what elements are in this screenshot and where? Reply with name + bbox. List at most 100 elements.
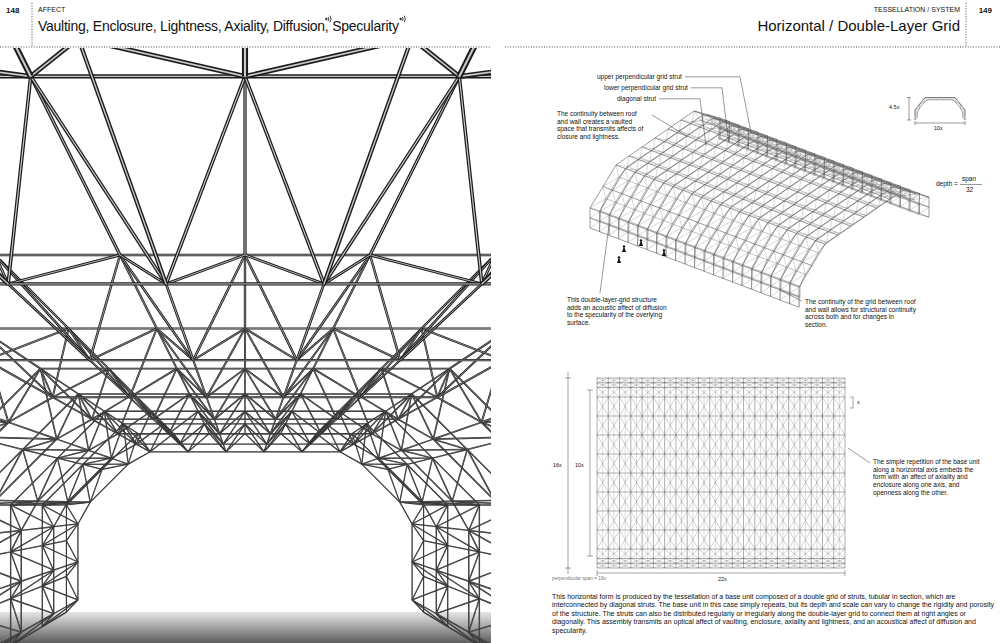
- grid-strut: [679, 124, 690, 131]
- strut-body: [313, 369, 360, 398]
- strut-highlight: [321, 394, 356, 434]
- strut: [482, 394, 491, 423]
- strut-body: [436, 614, 468, 632]
- grid-strut: [609, 228, 620, 235]
- strut: [412, 562, 436, 570]
- strut: [433, 439, 491, 500]
- strut-highlight: [436, 552, 479, 570]
- strut-highlight: [469, 632, 491, 643]
- strut-highlight: [337, 419, 398, 420]
- grid-strut: [628, 172, 635, 181]
- strut: [479, 552, 480, 599]
- strut-body: [21, 527, 53, 531]
- strut: [469, 632, 491, 643]
- strut-body: [452, 500, 491, 502]
- strut-highlight: [38, 501, 68, 503]
- strut: [482, 422, 491, 499]
- strut: [0, 581, 21, 616]
- strut: [226, 451, 264, 452]
- strut-highlight: [340, 452, 362, 464]
- strut-highlight: [412, 600, 448, 627]
- grid-strut: [659, 158, 670, 165]
- header-divider: [966, 3, 967, 46]
- strut-highlight: [386, 411, 433, 458]
- strut-highlight: [333, 329, 400, 361]
- strut: [92, 419, 153, 420]
- strut-highlight: [54, 502, 68, 527]
- strut: [469, 530, 491, 535]
- strut-body: [479, 552, 480, 599]
- grid-strut: [719, 129, 919, 205]
- strut-highlight: [469, 505, 491, 530]
- strut: [8, 76, 31, 284]
- strut-highlight: [452, 500, 491, 502]
- strut-highlight: [324, 48, 412, 284]
- strut: [313, 369, 360, 398]
- strut-highlight: [270, 433, 321, 434]
- strut-body: [0, 581, 21, 597]
- grid-strut: [609, 224, 610, 235]
- strut-highlight: [0, 632, 21, 643]
- strut-body: [297, 284, 324, 360]
- strut-highlight: [10, 505, 11, 552]
- strut-body: [111, 444, 136, 458]
- strut: [0, 48, 8, 284]
- strut: [166, 76, 245, 284]
- strut: [153, 419, 169, 434]
- strut: [412, 48, 460, 76]
- strut-body: [324, 48, 412, 284]
- strut: [270, 419, 275, 434]
- strut: [21, 581, 22, 632]
- grid-strut: [640, 158, 840, 234]
- strut-highlight: [223, 444, 226, 452]
- strut: [362, 458, 379, 464]
- strut-highlight: [276, 419, 337, 420]
- strut-body: [130, 396, 207, 398]
- strut-highlight: [0, 500, 38, 502]
- grid-strut: [652, 151, 663, 153]
- grid-strut: [600, 221, 601, 232]
- strut: [189, 394, 219, 434]
- strut: [412, 524, 436, 527]
- strut: [54, 600, 78, 614]
- strut: [412, 524, 413, 562]
- strut: [193, 360, 296, 361]
- strut-highlight: [31, 76, 245, 77]
- strut: [245, 329, 246, 369]
- strut-highlight: [207, 397, 284, 398]
- strut-highlight: [31, 48, 79, 76]
- strut-body: [0, 48, 31, 76]
- strut: [111, 444, 136, 458]
- strut-highlight: [337, 397, 361, 419]
- strut-highlight: [11, 505, 54, 527]
- strut-highlight: [433, 422, 481, 439]
- grid-strut: [603, 187, 812, 266]
- strut-highlight: [130, 397, 207, 398]
- strut-body: [479, 599, 480, 643]
- grid-strut: [619, 169, 626, 178]
- strut-body: [324, 76, 459, 284]
- strut-highlight: [433, 439, 491, 500]
- strut: [436, 599, 479, 614]
- strut-highlight: [482, 394, 491, 423]
- grid-strut: [600, 212, 611, 215]
- strut-body: [78, 502, 90, 524]
- strut: [245, 76, 324, 284]
- strut-body: [21, 614, 53, 632]
- strut: [436, 570, 468, 581]
- strut-body: [42, 464, 83, 505]
- strut-highlight: [302, 451, 340, 452]
- strut: [188, 451, 226, 452]
- strut-highlight: [270, 394, 300, 434]
- strut: [10, 599, 11, 643]
- strut: [90, 329, 157, 361]
- strut: [370, 255, 400, 360]
- strut-highlight: [286, 423, 327, 424]
- grid-strut: [720, 118, 929, 197]
- strut-highlight: [370, 255, 491, 256]
- strut: [372, 419, 398, 434]
- strut-highlight: [313, 368, 381, 369]
- strut-body: [482, 48, 491, 284]
- strut: [281, 434, 302, 452]
- grid-strut: [590, 211, 601, 218]
